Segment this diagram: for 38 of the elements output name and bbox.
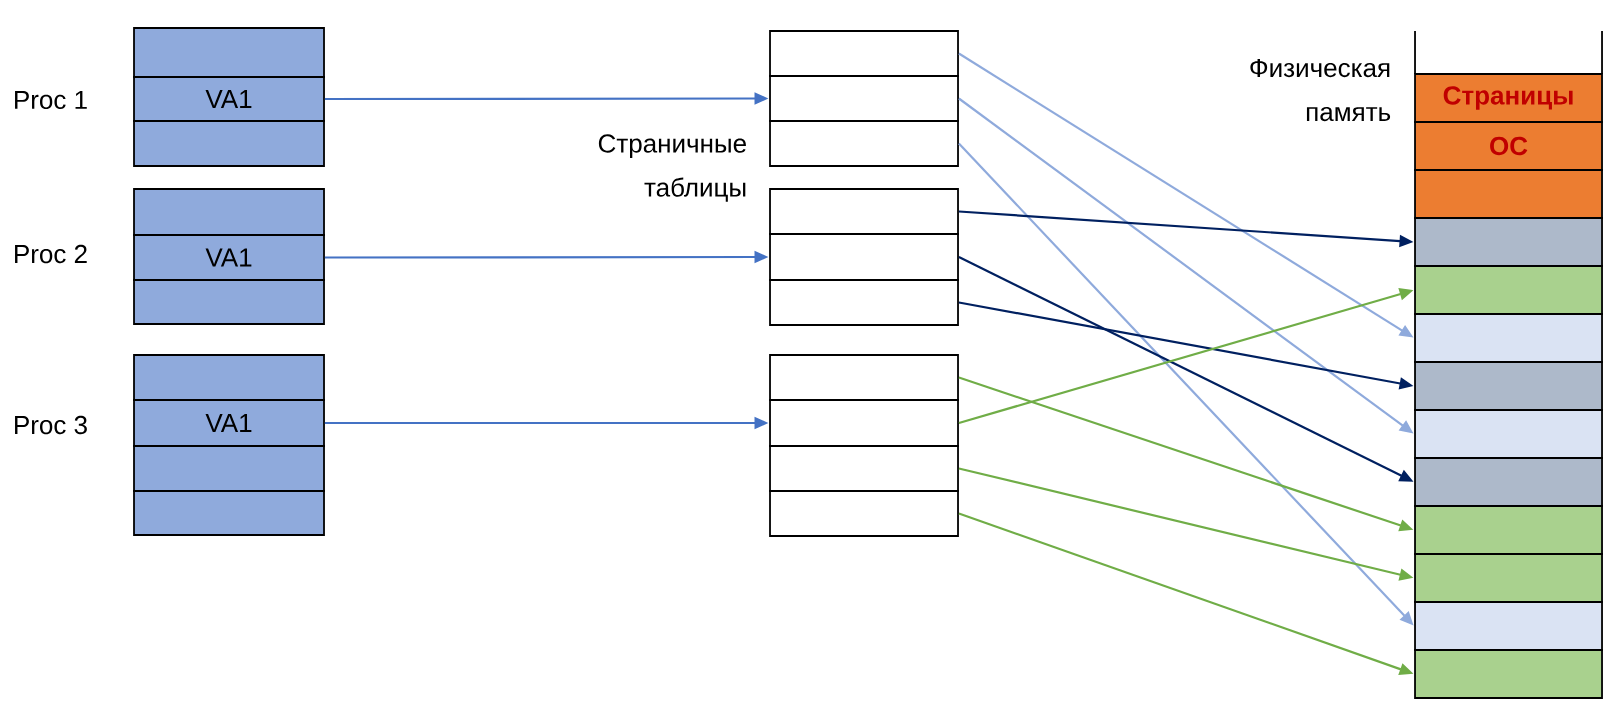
memory-cell [133,279,325,325]
memory-cell: VA1 [133,399,325,447]
page-table-row [769,279,959,326]
memory-cell [133,120,325,167]
text-label: Proc 2 [15,244,87,264]
memory-cell [133,354,325,401]
memory-cell: VA1 [133,234,325,281]
text-label: Физическая память [1250,58,1391,122]
physical-page: Страницы [1414,73,1603,123]
page-table-row [769,188,959,235]
page-table-row [769,445,959,492]
memory-cell: VA1 [133,76,325,122]
physical-page [1414,601,1603,651]
physical-page [1414,457,1603,507]
physical-page [1414,169,1603,219]
page-table-row [769,120,959,167]
text-label: Proc 3 [15,415,87,435]
physical-page [1414,553,1603,603]
text-label: Proc 1 [15,90,87,110]
physical-page [1414,505,1603,555]
page-table-row [769,399,959,447]
memory-cell [133,445,325,492]
physical-page [1414,217,1603,267]
physical-page: ОС [1414,121,1603,171]
memory-cell [133,27,325,78]
page-table-row [769,30,959,77]
page-table-row [769,233,959,281]
physical-page [1414,649,1603,699]
page-table-row [769,490,959,537]
physical-page [1414,361,1603,411]
page-table-row [769,354,959,401]
physical-page [1414,313,1603,363]
page-table-row [769,75,959,122]
text-label: Страничные таблицы [598,134,746,202]
memory-cell [133,490,325,536]
memory-cell [133,188,325,236]
physical-page [1414,265,1603,315]
physical-page [1414,409,1603,459]
